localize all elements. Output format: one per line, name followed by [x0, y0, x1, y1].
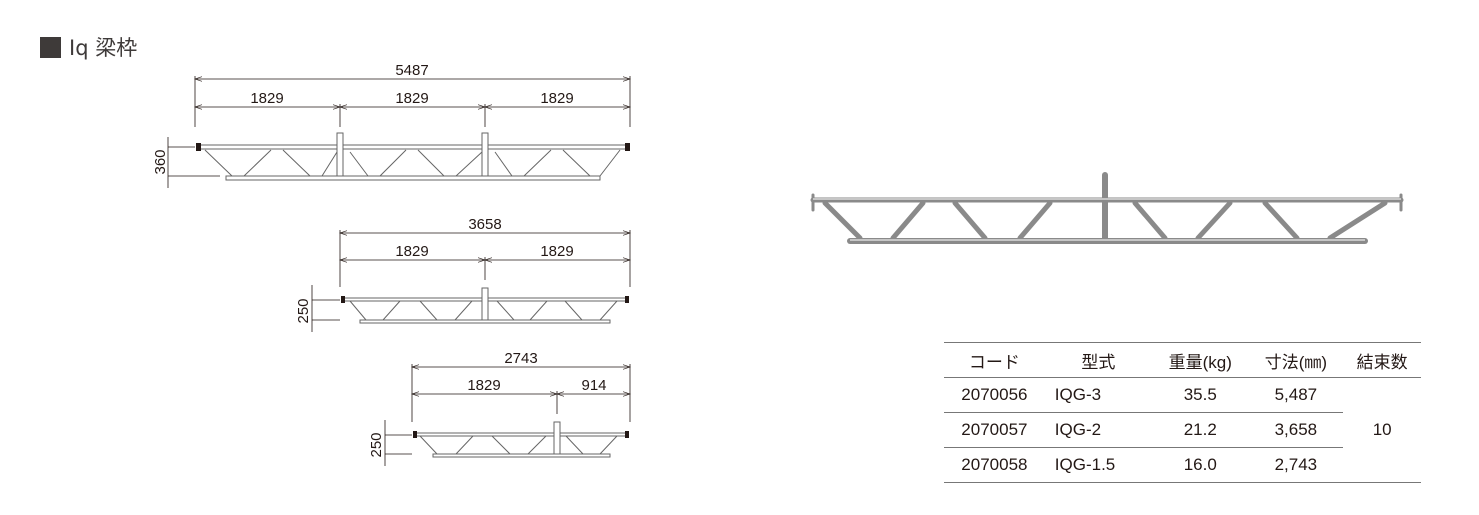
total-length-label: 2743: [504, 350, 537, 367]
section-title: Iq 梁枠: [40, 32, 137, 62]
drawing-iqg-1-5: 2743 1829 914 250: [368, 350, 630, 466]
total-length-label: 5487: [395, 62, 428, 79]
header-code: コード: [944, 342, 1045, 378]
drawing-iqg-2: 3658 1829 1829 250: [295, 216, 630, 332]
cell-weight: 16.0: [1152, 447, 1249, 483]
section-title-text: Iq 梁枠: [69, 36, 138, 60]
table-row: 2070057 IQG-2 21.2 3,658: [944, 412, 1421, 448]
cell-code: 2070058: [944, 447, 1045, 483]
cell-weight: 35.5: [1152, 377, 1249, 413]
cell-code: 2070057: [944, 412, 1045, 448]
cell-size: 3,658: [1248, 412, 1344, 448]
height-label: 360: [152, 149, 169, 174]
height-label: 250: [295, 298, 312, 323]
span-label: 1829: [540, 243, 573, 260]
drawing-iqg-3: 5487 1829 1829 1829 360: [152, 62, 630, 188]
spec-table: コード 型式 重量(kg) 寸法(㎜) 結束数 2070056 IQG-3 35…: [944, 342, 1421, 483]
table-header-row: コード 型式 重量(kg) 寸法(㎜) 結束数: [944, 342, 1421, 378]
span-label: 1829: [540, 90, 573, 107]
header-model: 型式: [1044, 342, 1153, 378]
span-label: 1829: [395, 243, 428, 260]
header-weight: 重量(kg): [1152, 342, 1249, 378]
span-label: 1829: [395, 90, 428, 107]
header-bundle: 結束数: [1343, 342, 1421, 378]
header-size: 寸法(㎜): [1248, 342, 1344, 378]
cell-weight: 21.2: [1152, 412, 1249, 448]
dimension-drawings: 5487 1829 1829 1829 360 3658 1829: [152, 62, 760, 466]
square-bullet-icon: [40, 36, 61, 58]
span-label: 914: [581, 377, 606, 394]
cell-size: 5,487: [1248, 377, 1344, 413]
total-length-label: 3658: [468, 216, 501, 233]
cell-model: IQG-3: [1044, 377, 1153, 413]
height-label: 250: [368, 432, 385, 457]
span-label: 1829: [467, 377, 500, 394]
span-label: 1829: [250, 90, 283, 107]
table-row: 2070056 IQG-3 35.5 5,487 10: [944, 377, 1421, 483]
cell-model: IQG-1.5: [1044, 447, 1153, 483]
cell-code: 2070056: [944, 377, 1045, 413]
cell-bundle: 10: [1343, 377, 1421, 483]
cell-size: 2,743: [1248, 447, 1344, 483]
table-row: 2070058 IQG-1.5 16.0 2,743: [944, 447, 1421, 483]
cell-model: IQG-2: [1044, 412, 1153, 448]
beam-frame-photo: [810, 172, 1404, 244]
